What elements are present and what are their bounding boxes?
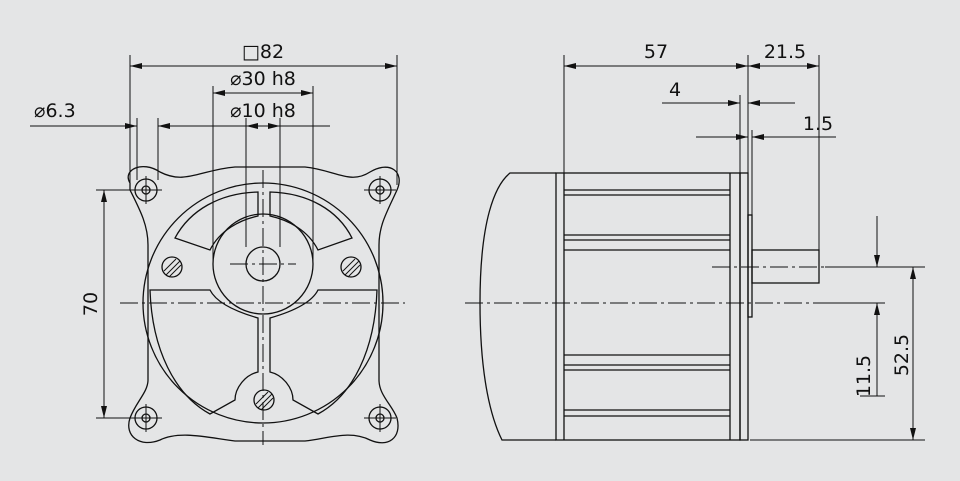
side-view: 57 21.5 4 1.5 11.5 52.5 <box>465 41 925 441</box>
dim-shaft-label: ⌀10 h8 <box>230 100 296 122</box>
dim-body-length-label: 57 <box>644 41 668 63</box>
cutout-lower-right <box>269 289 378 415</box>
screw-left <box>161 256 183 278</box>
cutout-upper-left <box>174 191 259 251</box>
dim-pitch-label: 70 <box>80 292 102 316</box>
dim-pilot-label: ⌀30 h8 <box>230 68 296 90</box>
housing-fins <box>564 189 730 417</box>
cutout-upper-right <box>269 191 353 251</box>
dim-pilot-depth-label: 1.5 <box>803 113 833 135</box>
dim-shaft-height-label: 52.5 <box>891 334 913 376</box>
dim-shaft-offset-label: 11.5 <box>853 355 875 397</box>
rear-cap <box>479 172 556 441</box>
screw-bottom <box>253 389 275 411</box>
dim-shaft-length-label: 21.5 <box>764 41 806 63</box>
screw-right <box>340 256 362 278</box>
mounting-holes <box>130 176 396 432</box>
side-flange <box>739 172 749 441</box>
cutout-lower-left <box>149 289 259 415</box>
flange-outline <box>127 166 400 444</box>
front-view: □82 ⌀30 h8 ⌀10 h8 ⌀6.3 70 <box>30 41 405 445</box>
motor-housing <box>555 172 741 441</box>
dim-holes-label: ⌀6.3 <box>34 100 76 122</box>
dim-flange-label: 4 <box>669 79 681 101</box>
dim-square-label: □82 <box>242 41 284 63</box>
